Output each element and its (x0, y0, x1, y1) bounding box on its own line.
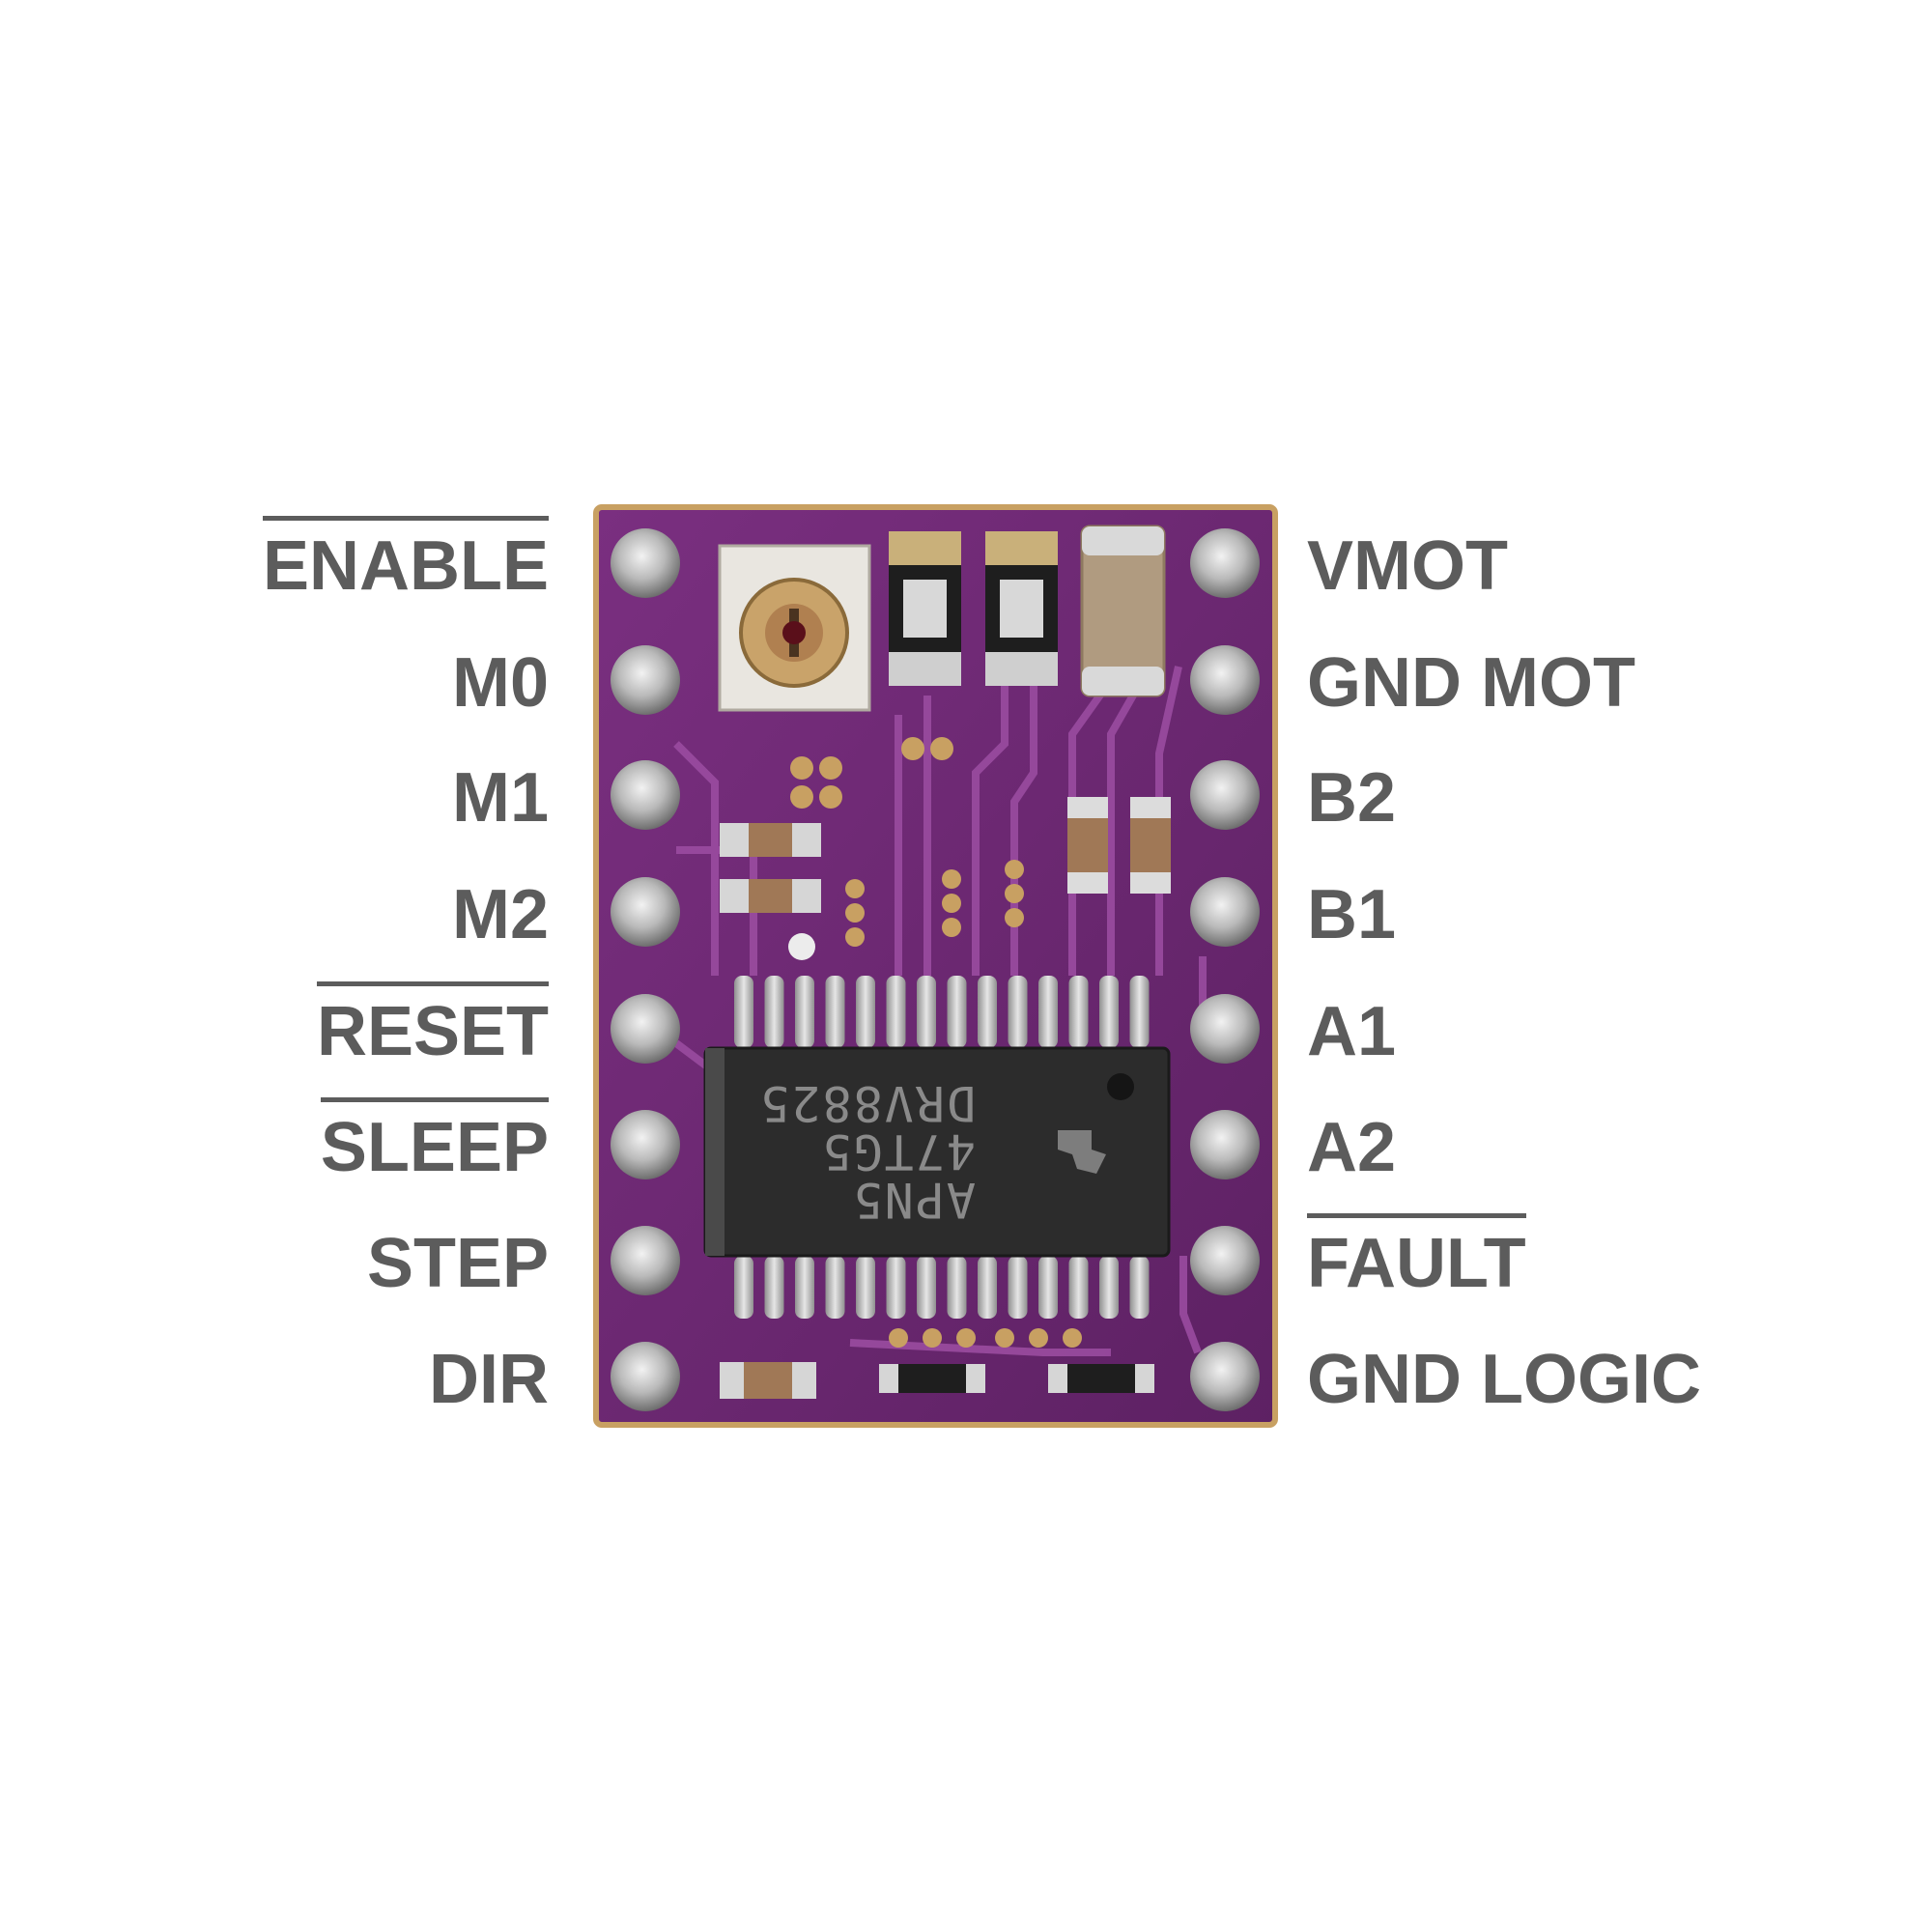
smd-components-bottom (720, 1362, 1154, 1399)
chip-leg (734, 976, 753, 1048)
pin-label-vmot: VMOT (1307, 527, 1508, 605)
chip-leg (825, 976, 845, 1048)
chip-leg (764, 1256, 784, 1319)
chip-marking-line3: DRV8825 (758, 1075, 976, 1131)
chip-legs-top (734, 976, 1150, 1048)
small-capacitors (1067, 797, 1171, 894)
right-header-pins (1190, 528, 1260, 1411)
pin-label-enable: ENABLE (262, 516, 550, 605)
chip-leg (764, 976, 784, 1048)
chip-leg (917, 1256, 936, 1319)
chip-leg (825, 1256, 845, 1319)
potentiometer (718, 544, 871, 712)
pin-label-m1: M1 (451, 759, 549, 837)
chip-leg (1129, 976, 1150, 1048)
chip-marking-line2: 47TG5 (820, 1123, 976, 1179)
pin-label-m0: M0 (451, 644, 549, 722)
pin-label-dir: DIR (429, 1341, 549, 1418)
pin-label-fault: FAULT (1307, 1213, 1526, 1302)
chip-leg (1099, 1256, 1119, 1319)
pin-label-b1: B1 (1307, 876, 1397, 953)
pin-label-gnd-mot: GND MOT (1307, 644, 1635, 722)
smd-components-left (720, 823, 821, 960)
chip-leg (1099, 976, 1119, 1048)
chip-leg (1068, 976, 1089, 1048)
chip-leg (1008, 1256, 1028, 1319)
chip-leg (795, 976, 814, 1048)
capacitor-large (1080, 525, 1166, 697)
chip-leg (856, 976, 875, 1048)
chip-leg (886, 1256, 906, 1319)
chip-leg (1038, 976, 1058, 1048)
pin-label-b2: B2 (1307, 759, 1397, 837)
pin-label-a1: A1 (1307, 993, 1397, 1070)
chip-leg (1038, 1256, 1058, 1319)
pin-label-step: STEP (366, 1225, 549, 1302)
chip-leg (947, 976, 967, 1048)
pcb-traces (673, 664, 1207, 1356)
pin-label-m2: M2 (451, 876, 549, 953)
chip-leg (917, 976, 936, 1048)
chip-leg (947, 1256, 967, 1319)
chip-leg (978, 976, 997, 1048)
pin-label-a2: A2 (1307, 1109, 1397, 1186)
left-header-pins (611, 528, 680, 1411)
vias (790, 737, 1082, 1348)
pin-label-reset: RESET (316, 981, 550, 1070)
chip-leg (978, 1256, 997, 1319)
chip-leg (1008, 976, 1028, 1048)
chip-leg (1068, 1256, 1089, 1319)
chip-leg (856, 1256, 875, 1319)
chip-leg (1129, 1256, 1150, 1319)
chip-leg (734, 1256, 753, 1319)
ti-logo-icon (1058, 1130, 1106, 1174)
chip-marking-line1: APN5 (852, 1172, 976, 1228)
chip-leg (886, 976, 906, 1048)
pin-label-sleep: SLEEP (320, 1097, 550, 1186)
chip-leg (795, 1256, 814, 1319)
pin-label-gnd-logic: GND LOGIC (1307, 1341, 1701, 1418)
driver-chip: APN5 47TG5 DRV8825 (703, 1046, 1171, 1258)
sense-resistors (889, 531, 1058, 686)
chip-legs-bottom (734, 1256, 1150, 1319)
